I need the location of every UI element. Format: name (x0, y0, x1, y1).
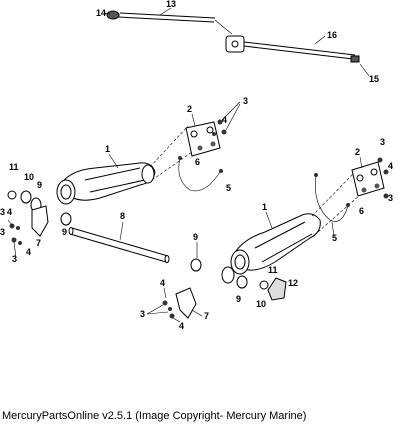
callout-7-bottom: 7 (204, 311, 209, 321)
wire-lead-left (178, 156, 223, 192)
callout-2-lower: 2 (355, 147, 360, 157)
callout-9-right: 9 (236, 294, 241, 304)
junction-block (225, 35, 245, 53)
callout-6-lower: 6 (359, 206, 364, 216)
callout-3-bottom: 3 (140, 309, 145, 319)
callout-4-upper: 4 (222, 115, 227, 125)
callout-5-upper: 5 (226, 183, 231, 193)
callout-3-left-a: 3 (0, 207, 5, 217)
callout-13: 13 (166, 0, 176, 9)
leader-lines (7, 101, 363, 323)
parts-diagram: 14 13 16 15 1 2 3 4 6 5 11 10 9 3 4 7 3 … (0, 0, 393, 331)
trim-cylinder-left (56, 162, 156, 205)
callout-12: 12 (288, 278, 298, 288)
callout-16: 16 (327, 30, 337, 40)
wiring-harness (106, 10, 360, 63)
copyright-caption: MercuryPartsOnline v2.5.1 (Image Copyrig… (2, 410, 307, 422)
callout-6-upper: 6 (195, 157, 200, 167)
callout-7-left: 7 (36, 238, 41, 248)
callout-11-left: 11 (9, 162, 19, 172)
trim-cylinder-right (230, 213, 321, 275)
left-hardware (7, 190, 72, 245)
callout-4-lower: 4 (388, 161, 393, 171)
mounting-bracket-left (185, 121, 221, 157)
callout-4-bottom-a: 4 (160, 278, 165, 288)
callout-3-left-b: 3 (0, 227, 5, 237)
callout-2-upper: 2 (187, 104, 192, 114)
callout-8: 8 (120, 211, 125, 221)
callout-5-lower: 5 (332, 233, 337, 243)
callout-9-center: 9 (193, 232, 198, 242)
mounting-bracket-right (351, 161, 385, 197)
callout-3-left-c: 3 (12, 254, 17, 264)
callout-3-lower-a: 3 (380, 137, 385, 147)
callout-4-left-a: 4 (7, 207, 12, 217)
callout-10-right: 10 (256, 299, 266, 309)
callout-15: 15 (369, 74, 379, 84)
callout-1-lower: 1 (262, 202, 267, 212)
callout-9-left-b: 9 (62, 227, 67, 237)
callout-3-upper: 3 (243, 96, 248, 106)
callout-14: 14 (96, 8, 106, 18)
callout-1-upper: 1 (105, 144, 110, 154)
right-hardware (162, 258, 287, 319)
callout-4-left-b: 4 (26, 247, 31, 257)
callout-3-lower-b: 3 (388, 193, 393, 203)
callout-4-bottom-b: 4 (179, 321, 184, 331)
pivot-shaft (68, 227, 170, 263)
wire-lead-right (314, 173, 350, 222)
callout-11-right: 11 (268, 265, 278, 275)
callout-9-left: 9 (37, 180, 42, 190)
callout-10-left: 10 (24, 172, 34, 182)
callout-labels: 14 13 16 15 1 2 3 4 6 5 11 10 9 3 4 7 3 … (0, 0, 393, 331)
